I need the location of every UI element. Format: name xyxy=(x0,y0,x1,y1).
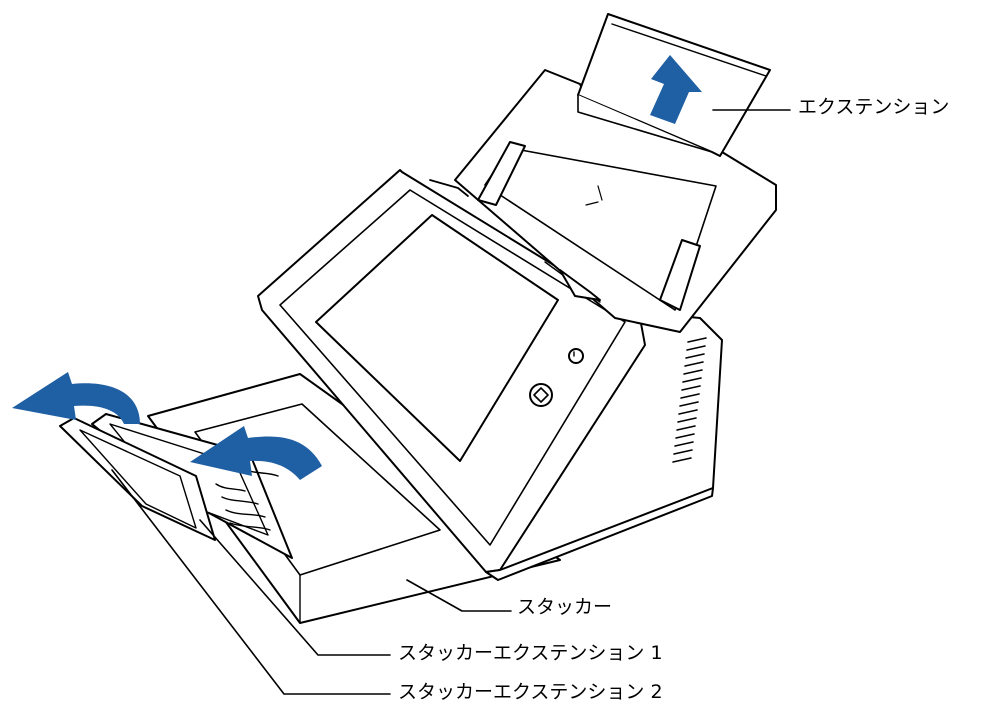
power-icon xyxy=(569,349,583,363)
stacker-extension-2-label: スタッカーエクステンション 2 xyxy=(398,683,663,702)
stacker-label: スタッカー xyxy=(517,598,612,617)
stacker-extension-1-label: スタッカーエクステンション 1 xyxy=(398,644,663,663)
curved-arrow-icon xyxy=(12,372,140,424)
extension-label: エクステンション xyxy=(798,98,949,117)
